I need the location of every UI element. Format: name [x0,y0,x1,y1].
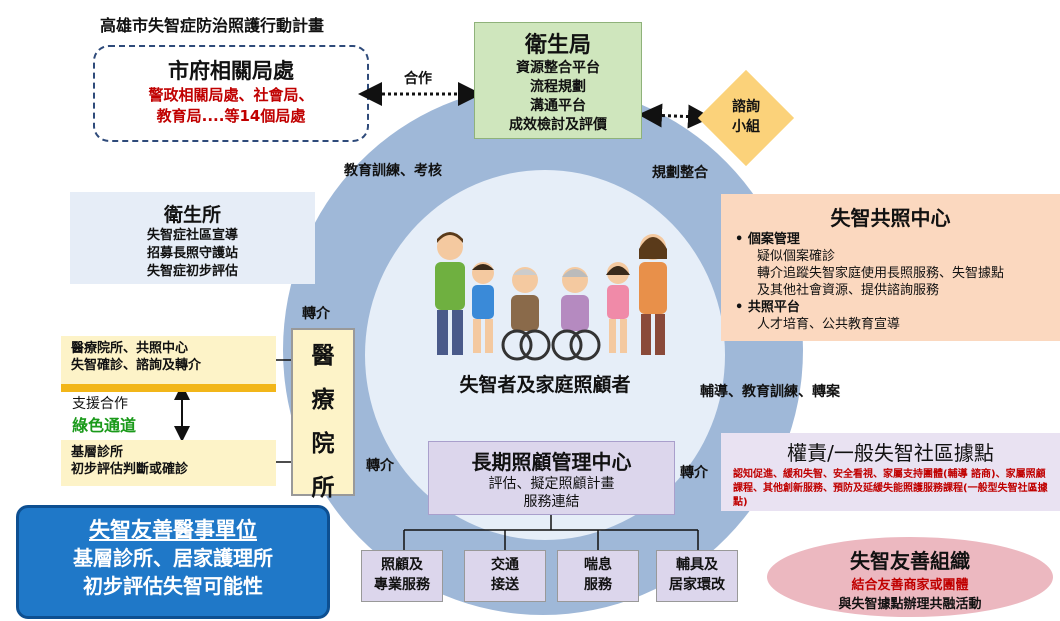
wheelchair-grandpa [501,267,551,361]
hospital-column-char: 療 [311,387,335,413]
health-bureau-item: 溝通平台 [530,98,586,114]
support-label: 支援合作 [72,396,128,412]
cooperation-label: 合作 [404,71,432,87]
dementia-care-line: 人才培育、公共教育宣導 [757,317,901,332]
health-bureau-item: 資源整合平台 [516,60,600,76]
dementia-care-center-title: 失智共照中心 [830,206,951,230]
dementia-care-line: 轉介追蹤失智家庭使用長照服務、失智據點 [757,266,1005,281]
consult-group-line2: 小組 [732,119,760,135]
community-point-desc: 認知促進、緩和失智、安全看視、家屬支持團體(輔導 諮商)、家屬照顧課程、其他創新… [733,469,1048,508]
green-channel-label: 綠色通道 [72,416,137,435]
dementia-care-bullet: • 個案管理 [735,232,800,247]
health-center-box: 衛生所 失智症社區宣導 招募長照守護站 失智症初步評估 [70,192,315,284]
bullet-text: 個案管理 [747,232,800,247]
referral-label-mid: 轉介 [366,458,394,474]
education-assessment-label: 教育訓練、考核 [344,163,442,179]
long-term-care-center-box: 長期照顧管理中心 評估、擬定照顧計畫 服務連結 [428,441,675,515]
bullet-text: 共照平台 [747,300,800,315]
planning-integration-label: 規劃整合 [652,165,708,181]
friendly-org-title: 失智友善組織 [850,549,970,573]
service-box-respite: 喘息 服務 [557,550,639,602]
service-line: 服務 [584,577,612,593]
hospital-clinics-box: 醫療院所、共照中心 失智確診、諮詢及轉介 [61,336,276,392]
service-box-assistive: 輔具及 居家環改 [656,550,738,602]
plan-title: 高雄市失智症防治照護行動計畫 [100,16,325,35]
city-departments-line1: 警政相關局處、社會局、 [148,86,314,104]
health-center-item: 招募長照守護站 [146,246,238,261]
wheelchair-grandma [551,267,601,361]
hospital-column-char: 醫 [311,343,335,369]
health-bureau-item: 成效檢討及評價 [509,117,607,133]
health-bureau-box: 衛生局 資源整合平台 流程規劃 溝通平台 成效檢討及評價 [474,22,642,139]
service-line: 接送 [491,577,519,593]
ltc-center-title: 長期照顧管理中心 [471,450,632,474]
person-girl [606,262,630,353]
community-point-title: 權責/一般失智社區據點 [787,441,994,465]
health-bureau-title: 衛生局 [524,33,591,58]
primary-clinic-text: 基層診所 初步評估判斷或確診 [71,444,276,478]
friendly-org-line2: 與失智據點辦理共融活動 [838,597,982,612]
friendly-medical-line2: 初步評估失智可能性 [83,574,263,598]
health-center-title: 衛生所 [163,204,221,226]
dementia-care-bullet: • 共照平台 [735,300,800,315]
center-label: 失智者及家庭照顧者 [459,374,631,396]
dementia-care-line: 疑似個案確診 [757,249,836,264]
consult-group-label: 諮詢 小組 [712,97,780,137]
health-center-item: 失智症社區宣導 [146,228,238,243]
hospital-column-char: 院 [311,431,335,457]
city-departments-title: 市府相關局處 [168,59,294,83]
friendly-medical-box: 失智友善醫事單位 基層診所、居家護理所 初步評估失智可能性 [16,505,330,619]
referral-label-left: 轉介 [302,306,330,322]
person-boy [472,262,494,353]
primary-clinic-line2: 初步評估判斷或確診 [71,462,189,477]
hospital-clinics-line2: 失智確診、諮詢及轉介 [71,358,202,373]
friendly-org-line1: 結合友善商家或團體 [851,578,969,593]
hospital-column-char: 所 [311,475,335,501]
primary-clinic-line1: 基層診所 [71,445,124,460]
health-bureau-item: 流程規劃 [530,79,586,95]
friendly-medical-line1: 基層診所、居家護理所 [73,546,273,570]
person-man [435,232,465,355]
service-line: 交通 [491,557,519,573]
dementia-care-center-box: 失智共照中心 • 個案管理 疑似個案確診 轉介追蹤失智家庭使用長照服務、失智據點… [721,194,1060,341]
service-box-care: 照顧及 專業服務 [361,550,443,602]
community-point-box: 權責/一般失智社區據點 認知促進、緩和失智、安全看視、家屬支持團體(輔導 諮商)… [721,433,1060,511]
referral-label-right: 轉介 [680,465,708,481]
primary-clinic-box: 基層診所 初步評估判斷或確診 [61,440,276,486]
guidance-label: 輔導、教育訓練、轉案 [700,384,840,400]
ltc-center-line2: 服務連結 [523,494,580,510]
health-center-item: 失智症初步評估 [146,264,238,279]
service-line: 喘息 [584,557,612,573]
consult-group-line1: 諮詢 [732,99,760,115]
dementia-care-line: 及其他社會資源、提供諮詢服務 [757,283,940,298]
service-box-transport: 交通 接送 [464,550,546,602]
service-line: 專業服務 [374,577,430,593]
friendly-medical-title: 失智友善醫事單位 [89,518,257,542]
ltc-center-line1: 評估、擬定照顧計畫 [488,476,615,492]
hospital-clinics-text: 醫療院所、共照中心 失智確診、諮詢及轉介 [71,340,276,374]
city-departments-line2: 教育局....等14個局處 [156,107,306,125]
friendly-organization-ellipse: 失智友善組織 結合友善商家或團體 與失智據點辦理共融活動 [767,537,1053,617]
service-line: 輔具及 [676,557,718,573]
hospital-column-box: 醫 療 院 所 [291,328,355,501]
service-line: 照顧及 [381,557,423,573]
service-line: 居家環改 [669,577,725,593]
hospital-clinics-line1: 醫療院所、共照中心 [71,341,189,356]
family-illustration [435,232,667,361]
consult-arrow [638,103,712,129]
person-woman [639,234,667,355]
